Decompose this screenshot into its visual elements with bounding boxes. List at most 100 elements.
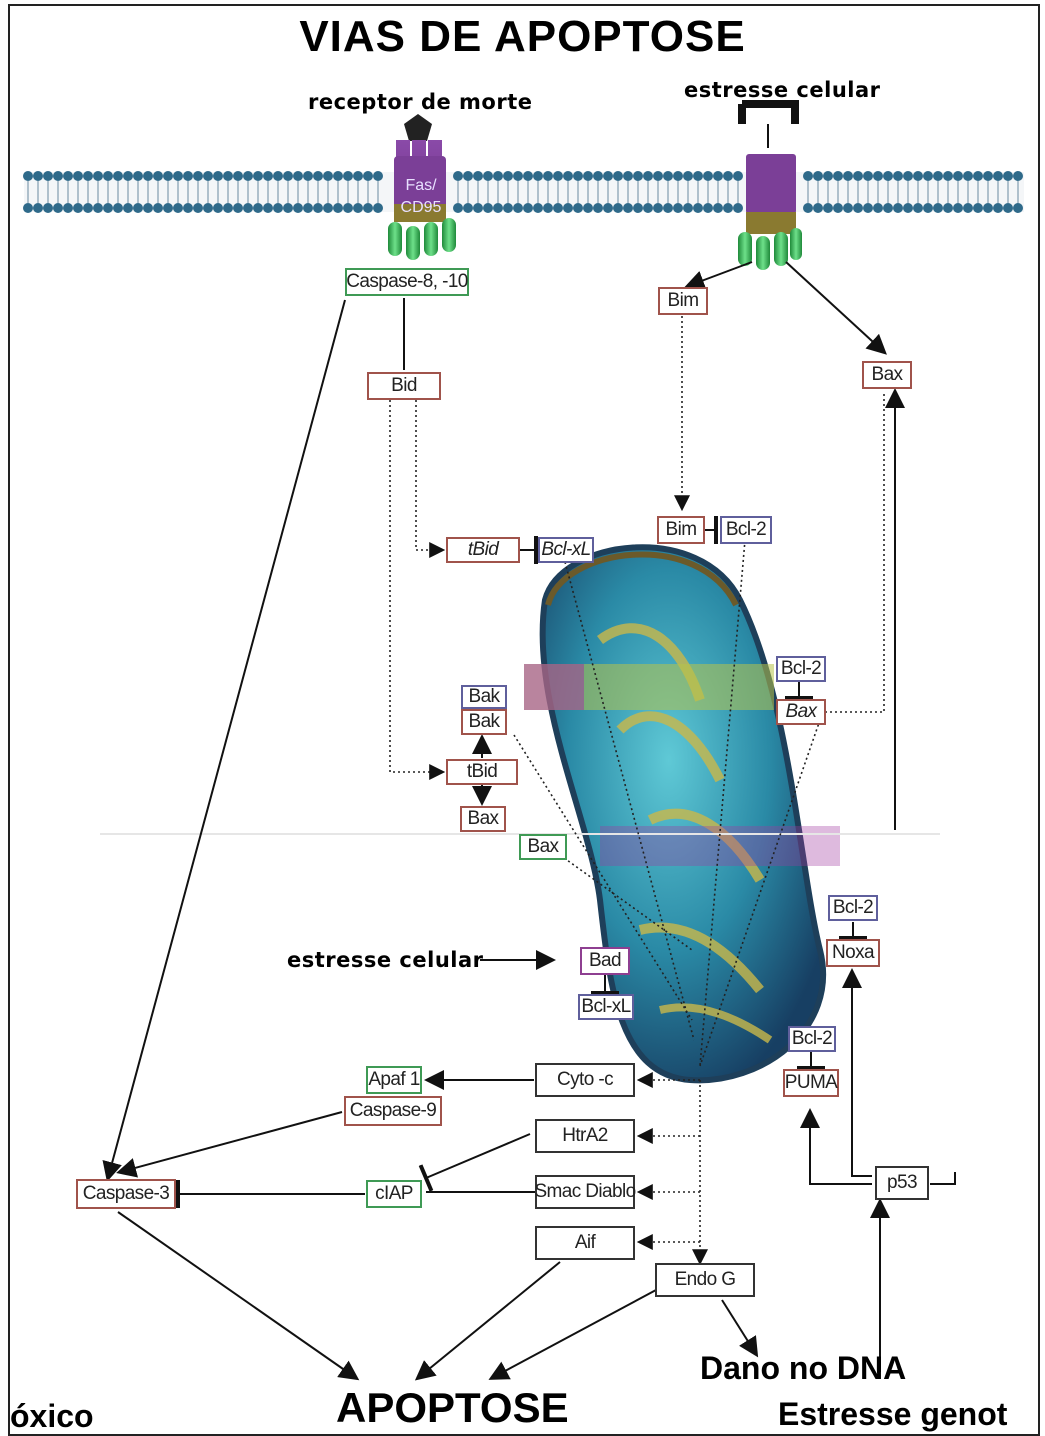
membrane-lipid-head bbox=[583, 203, 593, 213]
membrane-lipid-head bbox=[853, 203, 863, 213]
membrane-lipid-head bbox=[163, 203, 173, 213]
membrane-lipid-head bbox=[343, 171, 353, 181]
box-bcl2-a: Bcl-2 bbox=[720, 516, 772, 544]
box-bak-red: Bak bbox=[461, 709, 507, 735]
box-bcl2-d: Bcl-2 bbox=[788, 1026, 836, 1052]
box-bid: Bid bbox=[367, 372, 441, 400]
membrane-lipid-head bbox=[73, 203, 83, 213]
membrane-lipid-head bbox=[103, 203, 113, 213]
membrane-lipid-head bbox=[153, 203, 163, 213]
receptor-label-cd95: CD95 bbox=[400, 199, 442, 216]
membrane-lipid-head bbox=[883, 171, 893, 181]
membrane-lipid-head bbox=[523, 171, 533, 181]
box-smac-diablo: Smac Diablo bbox=[534, 1175, 636, 1209]
membrane-lipid-head bbox=[633, 203, 643, 213]
membrane-lipid-head bbox=[593, 171, 603, 181]
membrane-lipid-head bbox=[483, 171, 493, 181]
membrane-lipid-head bbox=[253, 171, 263, 181]
membrane-lipid-head bbox=[33, 171, 43, 181]
membrane-lipid-head bbox=[273, 203, 283, 213]
box-tbid-lower: tBid bbox=[446, 759, 518, 785]
membrane-lipid-head bbox=[533, 171, 543, 181]
membrane-lipid-head bbox=[993, 203, 1003, 213]
membrane-lipid-head bbox=[503, 203, 513, 213]
membrane-lipid-head bbox=[473, 171, 483, 181]
box-puma: PUMA bbox=[783, 1069, 839, 1097]
membrane-lipid-head bbox=[53, 171, 63, 181]
membrane-lipid-head bbox=[113, 203, 123, 213]
ligand-icon bbox=[404, 114, 432, 141]
membrane-lipid-head bbox=[863, 203, 873, 213]
membrane-lipid-head bbox=[593, 203, 603, 213]
membrane-lipid-head bbox=[353, 171, 363, 181]
membrane-lipid-head bbox=[833, 171, 843, 181]
membrane-lipid-head bbox=[933, 203, 943, 213]
box-bax-lower: Bax bbox=[460, 806, 506, 832]
membrane-lipid-head bbox=[523, 203, 533, 213]
membrane-lipid-head bbox=[223, 203, 233, 213]
membrane-lipid-head bbox=[323, 203, 333, 213]
apoptosis-label: APOPTOSE bbox=[336, 1384, 569, 1431]
membrane-lipid-head bbox=[123, 203, 133, 213]
cell-membrane bbox=[23, 171, 1024, 213]
membrane-lipid-head bbox=[703, 203, 713, 213]
membrane-lipid-head bbox=[613, 203, 623, 213]
membrane-lipid-head bbox=[203, 203, 213, 213]
membrane-lipid-head bbox=[813, 203, 823, 213]
genotoxic-stress-label: Estresse genot bbox=[778, 1396, 1008, 1432]
membrane-lipid-head bbox=[653, 171, 663, 181]
box-p53: p53 bbox=[875, 1166, 929, 1200]
membrane-lipid-head bbox=[63, 171, 73, 181]
stress-clamp-icon bbox=[742, 100, 799, 124]
membrane-lipid-head bbox=[833, 203, 843, 213]
membrane-lipid-head bbox=[573, 171, 583, 181]
membrane-lipid-head bbox=[343, 203, 353, 213]
membrane-lipid-head bbox=[903, 203, 913, 213]
membrane-lipid-head bbox=[103, 171, 113, 181]
membrane-lipid-head bbox=[583, 171, 593, 181]
box-bax-mito: Bax bbox=[776, 699, 826, 725]
membrane-lipid-head bbox=[193, 203, 203, 213]
membrane-lipid-head bbox=[543, 203, 553, 213]
membrane-lipid-head bbox=[23, 171, 33, 181]
membrane-lipid-head bbox=[83, 171, 93, 181]
membrane-lipid-head bbox=[493, 203, 503, 213]
membrane-lipid-head bbox=[333, 171, 343, 181]
membrane-lipid-head bbox=[713, 171, 723, 181]
membrane-lipid-head bbox=[313, 203, 323, 213]
membrane-lipid-head bbox=[143, 171, 153, 181]
membrane-lipid-head bbox=[733, 203, 743, 213]
membrane-lipid-head bbox=[673, 171, 683, 181]
membrane-lipid-head bbox=[873, 171, 883, 181]
membrane-lipid-head bbox=[503, 171, 513, 181]
membrane-lipid-head bbox=[603, 171, 613, 181]
box-bak-blue: Bak bbox=[461, 685, 507, 709]
box-bad: Bad bbox=[580, 947, 630, 975]
membrane-lipid-head bbox=[143, 203, 153, 213]
membrane-lipid-head bbox=[373, 203, 383, 213]
membrane-lipid-head bbox=[663, 171, 673, 181]
death-receptor-label: receptor de morte bbox=[308, 90, 533, 114]
stress-receptor bbox=[738, 100, 802, 270]
membrane-lipid-head bbox=[183, 171, 193, 181]
membrane-lipid-head bbox=[133, 203, 143, 213]
membrane-lipid-head bbox=[63, 203, 73, 213]
membrane-lipid-head bbox=[283, 203, 293, 213]
membrane-lipid-head bbox=[683, 203, 693, 213]
membrane-lipid-head bbox=[263, 203, 273, 213]
cell-stress-label-top: estresse celular bbox=[684, 78, 881, 102]
membrane-lipid-head bbox=[843, 171, 853, 181]
membrane-lipid-head bbox=[1003, 171, 1013, 181]
membrane-lipid-head bbox=[723, 203, 733, 213]
membrane-lipid-head bbox=[93, 171, 103, 181]
box-bax-green: Bax bbox=[519, 834, 567, 860]
box-bim-top: Bim bbox=[658, 287, 708, 315]
membrane-lipid-head bbox=[513, 171, 523, 181]
membrane-lipid-head bbox=[213, 203, 223, 213]
membrane-lipid-head bbox=[963, 171, 973, 181]
membrane-lipid-head bbox=[993, 171, 1003, 181]
membrane-lipid-head bbox=[723, 171, 733, 181]
membrane-lipid-head bbox=[673, 203, 683, 213]
membrane-lipid-head bbox=[153, 171, 163, 181]
membrane-lipid-head bbox=[43, 203, 53, 213]
